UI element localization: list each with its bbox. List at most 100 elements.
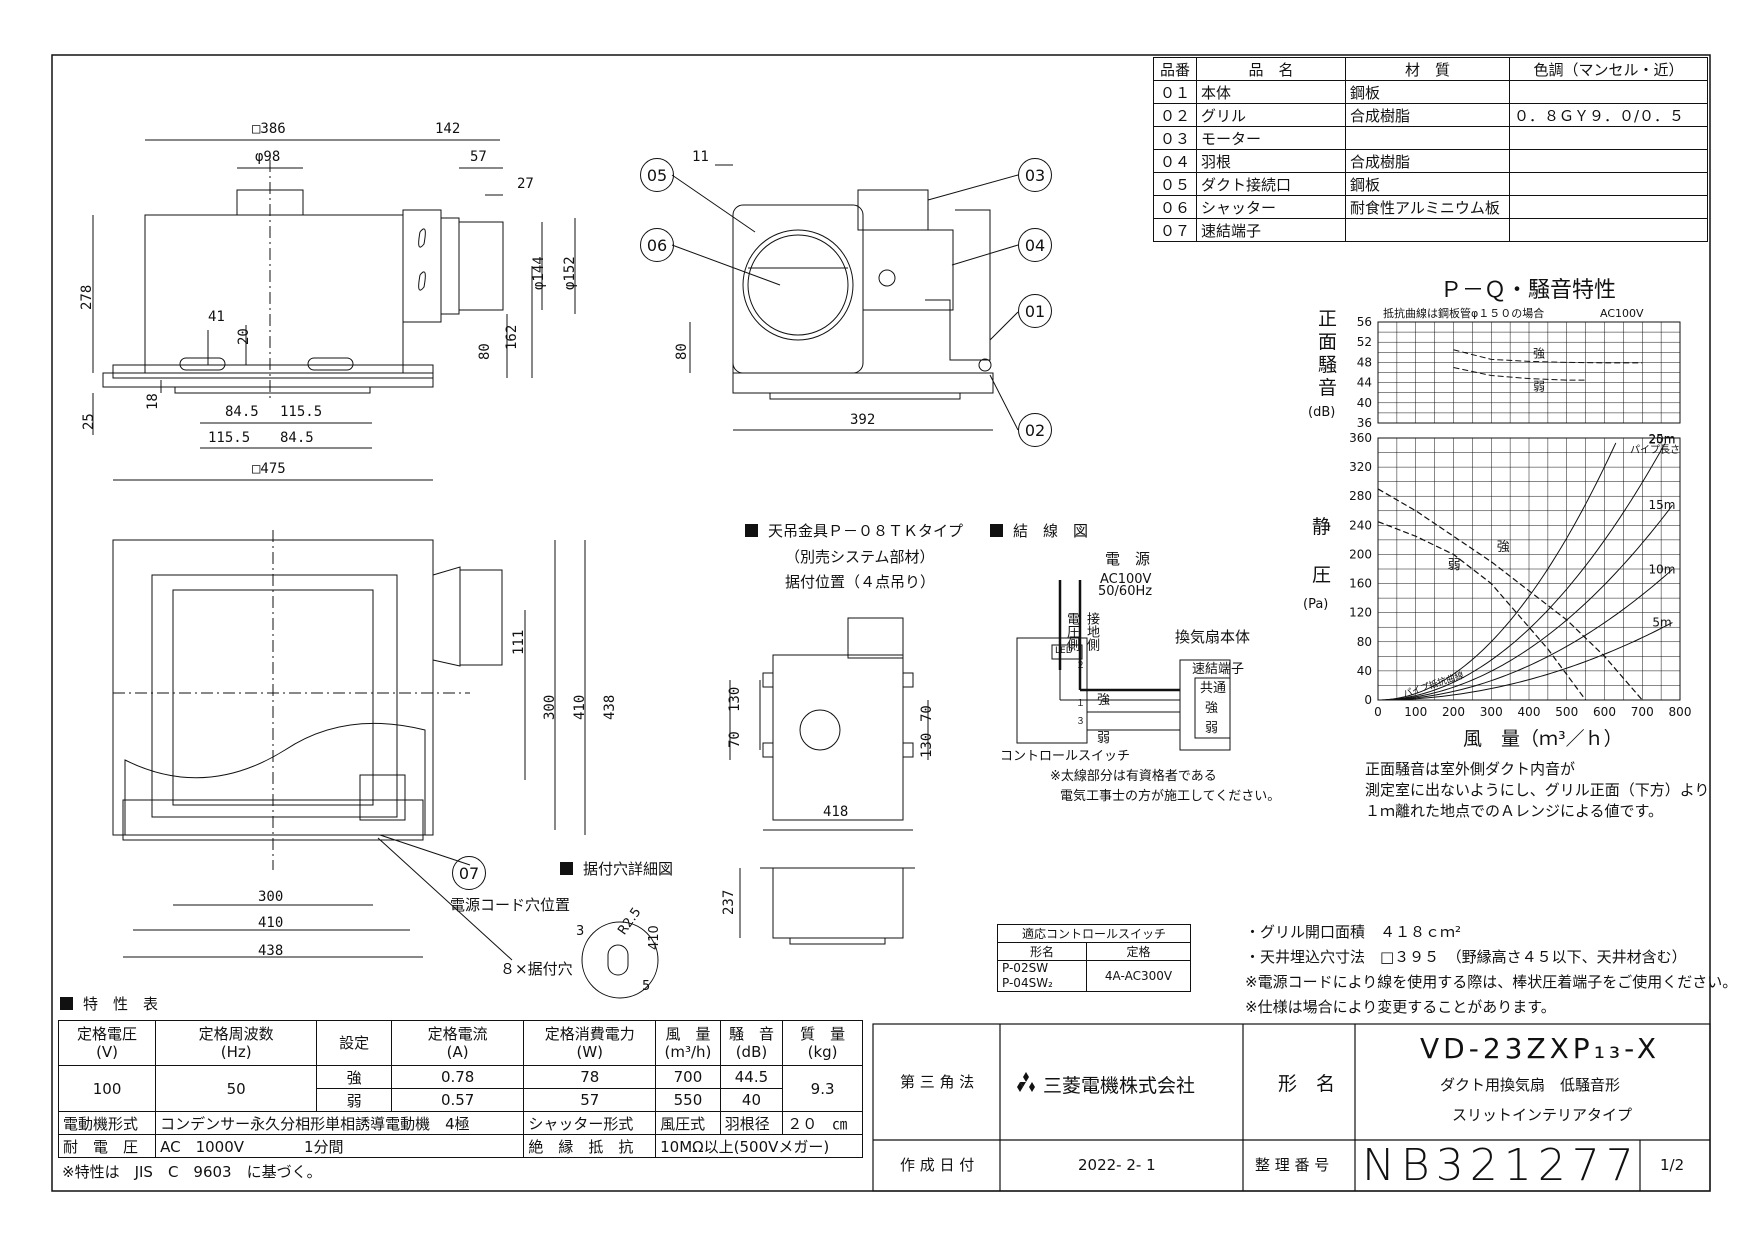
wiring-title: 結 線 図 [990, 524, 1088, 539]
spec-shutter: 風圧式 [655, 1111, 721, 1135]
parts-cell-name: ダクト接続口 [1196, 172, 1346, 196]
spec-header-unit: (A) [446, 1043, 469, 1061]
callout-04: 04 [1018, 228, 1052, 262]
dim-label: 300 [258, 889, 284, 905]
dim-label: 392 [850, 412, 876, 428]
tb-number: NB321277 [1362, 1140, 1640, 1191]
dim-label: 70 [919, 705, 935, 722]
parts-cell-mat: 耐食性アルミニウム板 [1345, 195, 1510, 219]
spec-current: 0.78 [390, 1065, 525, 1089]
dim-label: 438 [258, 943, 284, 959]
dim-label: 80 [477, 343, 493, 360]
spec-header: 質 量(kg) [782, 1020, 863, 1066]
dim-label: 11 [692, 149, 709, 165]
spec-voltage: 100 [57, 1065, 157, 1112]
wiring-n1: １ [1076, 699, 1086, 709]
spec-header: 定格消費電力(W) [523, 1020, 657, 1066]
spec-motor: コンデンサー永久分相形単相誘導電動機 4極 [155, 1111, 525, 1135]
parts-cell-color [1509, 195, 1708, 219]
dim-label: 84.5 [280, 430, 314, 446]
spec-header-unit: (kg) [807, 1043, 838, 1061]
hanger-title: 天吊金具Ｐ－０８ＴＫタイプ [745, 524, 963, 539]
dim-label: 80 [674, 343, 690, 360]
wiring-strong: 強 [1205, 701, 1219, 716]
parts-header: 色調（マンセル・近） [1509, 57, 1708, 81]
y2-char: 圧 [1312, 564, 1332, 586]
spec-blade-label: 羽根径 [719, 1111, 784, 1135]
resistance-curve [1377, 622, 1673, 701]
parts-cell-mat [1345, 218, 1510, 242]
chart-frame [1377, 437, 1681, 701]
y1-char: 面 [1318, 331, 1338, 353]
callout-01: 01 [1018, 294, 1052, 328]
y-tick-label: 40 [1357, 396, 1372, 410]
spec-power: 78 [523, 1065, 657, 1089]
y-tick-label: 200 [1349, 547, 1372, 561]
parts-cell-name: モーター [1196, 126, 1346, 150]
tb-date-label: 作 成 日 付 [900, 1156, 975, 1174]
x-tick-label: 400 [1518, 705, 1541, 719]
series-label: 強 [1533, 346, 1545, 360]
dim-label: φ98 [255, 149, 281, 165]
chart-note-resistance: 抵抗曲線は鋼板管φ１５０の場合 [1383, 307, 1545, 320]
detail-5: 5 [642, 979, 651, 994]
x-tick-label: 700 [1631, 705, 1654, 719]
dim-label: 115.5 [280, 404, 323, 420]
note-line: ※電源コードにより線を使用する際は、棒状圧着端子をご使用ください。 [1245, 973, 1738, 991]
spec-shutter-label: シャッター形式 [523, 1111, 657, 1135]
parts-cell-name: グリル [1196, 103, 1346, 127]
wiring-note1: ※太線部分は有資格者である [1050, 769, 1217, 784]
parts-cell-no: ０４ [1153, 149, 1197, 173]
parts-cell-color [1509, 218, 1708, 242]
tb-model: VD-23ZXP₁₃-X [1420, 1032, 1661, 1065]
parts-cell-no: ０１ [1153, 80, 1197, 104]
parts-cell-name: 羽根 [1196, 149, 1346, 173]
dim-label: 438 [602, 694, 618, 720]
wiring-n3: ３ [1076, 717, 1086, 727]
spec-insul: 10MΩ以上(500Vメガー) [655, 1134, 863, 1158]
switch-model-2: P-04SW₂ [1002, 976, 1053, 990]
x-tick-label: 0 [1374, 705, 1382, 719]
spec-header-name: 定格電流 [427, 1025, 488, 1043]
spec-set: 弱 [316, 1088, 392, 1112]
callout-05: 05 [640, 158, 674, 192]
dim-label: 115.5 [208, 430, 251, 446]
hanger-pos: 据付位置（４点吊り） [785, 573, 936, 591]
resistance-label: 25m [1649, 432, 1676, 446]
x-tick-label: 300 [1480, 705, 1503, 719]
parts-cell-no: ０５ [1153, 172, 1197, 196]
resistance-curve [1377, 442, 1617, 701]
dim-label: 20 [236, 328, 252, 345]
spec-header-unit: (V) [96, 1043, 119, 1061]
resistance-label: 20m [1649, 433, 1676, 447]
wiring-hz: 50/60Hz [1098, 584, 1153, 599]
tb-date: 2022- 2- 1 [1078, 1156, 1156, 1174]
note-line: ・グリル開口面積 ４１８ｃｍ² [1245, 923, 1462, 941]
parts-cell-mat [1345, 126, 1510, 150]
detail-3: 3 [576, 924, 585, 939]
y-tick-label: 80 [1357, 635, 1372, 649]
callout-07: 07 [452, 856, 486, 890]
switch-model-1: P-02SW [1002, 961, 1049, 975]
spec-header-name: 騒 音 [728, 1025, 774, 1043]
spec-noise: 44.5 [719, 1065, 784, 1089]
spec-withstand: AC 1000V 1分間 [155, 1134, 525, 1158]
spec-header-name: 質 量 [800, 1025, 846, 1043]
detail-title: 据付穴詳細図 [560, 862, 673, 877]
parts-cell-color [1509, 80, 1708, 104]
pq-series-line [1377, 488, 1643, 701]
y1-char: 騒 [1318, 354, 1338, 376]
spec-header-name: 定格電圧 [77, 1025, 138, 1043]
mitsubishi-logo-icon [1015, 1072, 1037, 1096]
resistance-label: 5m [1652, 616, 1671, 630]
x-tick-label: 200 [1442, 705, 1465, 719]
wiring-common: 共通 [1200, 681, 1227, 696]
wiring-weak: 弱 [1205, 721, 1219, 736]
dim-label: 410 [572, 694, 588, 720]
resistance-label: 15m [1649, 498, 1676, 512]
